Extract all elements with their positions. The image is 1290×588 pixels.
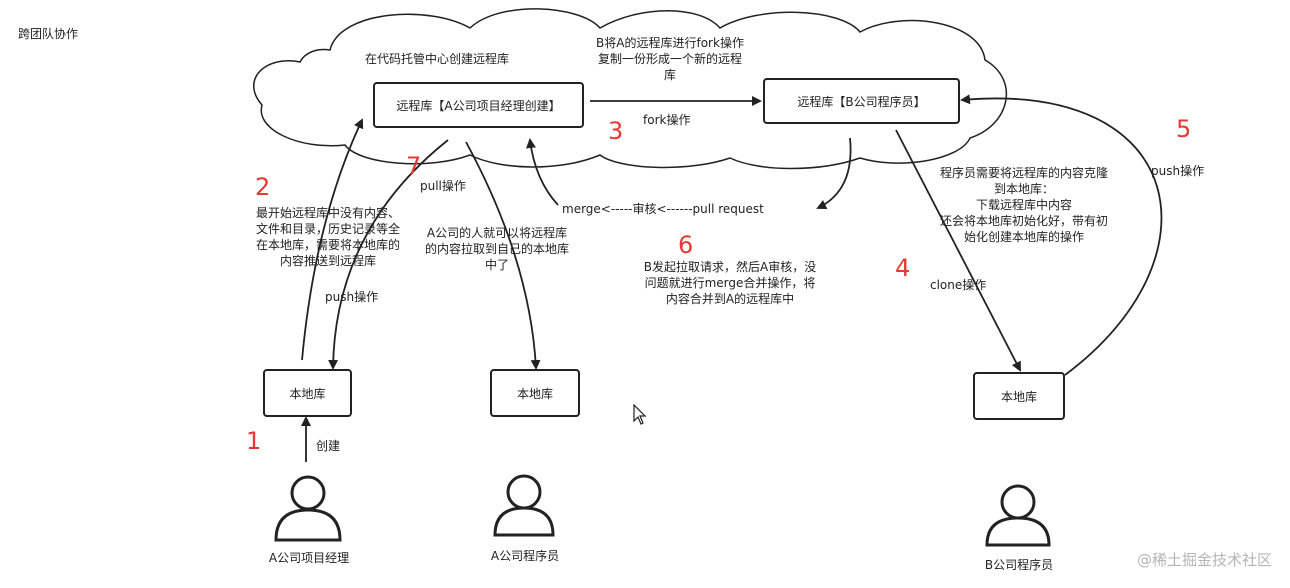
fork-note-line: 库 <box>663 68 676 82</box>
cloud-shape <box>252 8 1008 170</box>
step-number-4: 4 <box>895 254 911 282</box>
pull-arrow-a <box>328 139 449 370</box>
actor-label-a-dev: A公司程序员 <box>490 549 560 563</box>
clone-label: clone操作 <box>930 278 987 292</box>
pull-request-arrow <box>816 137 852 209</box>
clone-arrow <box>895 129 1021 372</box>
clone-note-line: 还会将本地库初始化好，带有初 <box>939 214 1108 228</box>
fork-note-line: 复制一份形成一个新的远程 <box>597 52 742 66</box>
local-repo-a-dev-box: 本地库 <box>490 369 580 417</box>
step6-note-line: 内容合并到A的远程库中 <box>665 292 795 306</box>
person-icon-a-pm <box>274 475 342 542</box>
a-pull-note-line: A公司的人就可以将远程库 <box>426 226 568 240</box>
pull-arrow-a-dev <box>465 141 541 370</box>
a-pull-note: A公司的人就可以将远程库 的内容拉取到自己的本地库 中了 <box>422 225 572 273</box>
cloud-label: 在代码托管中心创建远程库 <box>365 52 510 66</box>
actor-label-b-dev: B公司程序员 <box>984 558 1054 572</box>
fork-label: fork操作 <box>643 113 691 127</box>
push-arrow-a <box>301 118 364 361</box>
mouse-pointer-icon <box>633 404 647 425</box>
step6-note-line: B发起拉取请求，然后A审核，没 <box>643 260 817 274</box>
step-number-1: 1 <box>246 427 262 455</box>
create-label: 创建 <box>316 439 341 453</box>
local-repo-pm-box: 本地库 <box>263 369 352 417</box>
step-number-5: 5 <box>1176 115 1192 143</box>
watermark: @稀土掘金技术社区 <box>1136 551 1272 569</box>
step2-note: 最开始远程库中没有内容、 文件和目录，历史记录等全 在本地库，需要将本地库的 内… <box>238 205 418 269</box>
repo-b-box: 远程库【B公司程序员】 <box>763 78 960 124</box>
step-number-3: 3 <box>608 117 624 145</box>
fork-note: B将A的远程库进行fork操作 复制一份形成一个新的远程 库 <box>582 35 758 83</box>
a-pull-note-line: 中了 <box>484 258 509 272</box>
repo-a-box: 远程库【A公司项目经理创建】 <box>373 82 584 128</box>
clone-note: 程序员需要将远程库的内容克隆 到本地库： 下载远程库中内容 还会将本地库初始化好… <box>925 165 1123 245</box>
clone-note-line: 下载远程库中内容 <box>975 198 1072 212</box>
step2-note-line: 在本地库，需要将本地库的 <box>255 238 400 252</box>
push-label-b: push操作 <box>1151 164 1205 178</box>
step2-note-line: 文件和目录，历史记录等全 <box>255 222 400 236</box>
local-repo-b-dev-box: 本地库 <box>973 372 1065 420</box>
step2-note-line: 最开始远程库中没有内容、 <box>255 206 400 220</box>
push-label-a: push操作 <box>325 290 379 304</box>
clone-note-line: 程序员需要将远程库的内容克隆 <box>939 166 1108 180</box>
person-icon-a-dev <box>493 474 555 537</box>
clone-note-line: 始化创建本地库的操作 <box>963 230 1084 244</box>
clone-note-line: 到本地库： <box>993 182 1054 196</box>
step6-note-line: 问题就进行merge合并操作，将 <box>644 276 816 290</box>
step6-note: B发起拉取请求，然后A审核，没 问题就进行merge合并操作，将 内容合并到A的… <box>630 259 830 307</box>
merge-pr-label: merge<-----审核<------pull request <box>562 202 764 216</box>
page-title: 跨团队协作 <box>18 27 79 41</box>
step-number-7: 7 <box>406 152 422 180</box>
step-number-6: 6 <box>678 231 694 259</box>
push-arrow-b <box>960 94 1163 376</box>
pull-label: pull操作 <box>420 179 466 193</box>
person-icon-b-dev <box>985 484 1051 547</box>
actor-label-a-pm: A公司项目经理 <box>268 551 350 565</box>
step2-note-line: 内容推送到远程库 <box>279 254 376 268</box>
step-number-2: 2 <box>255 173 271 201</box>
merge-arrow <box>526 138 559 206</box>
fork-note-line: B将A的远程库进行fork操作 <box>596 36 744 50</box>
a-pull-note-line: 的内容拉取到自己的本地库 <box>424 242 569 256</box>
